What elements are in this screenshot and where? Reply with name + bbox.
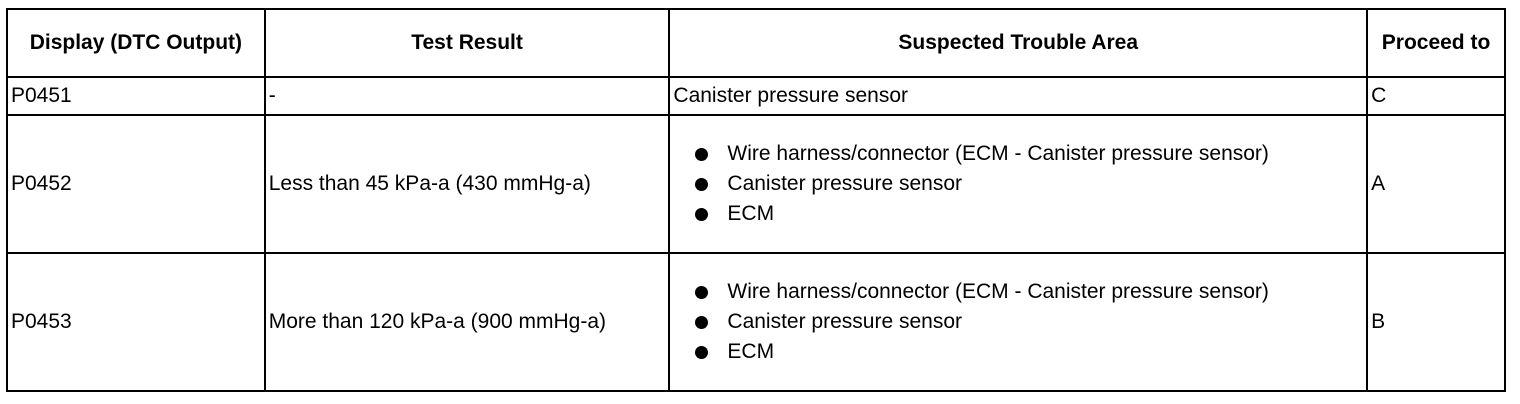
list-item-label: ECM [727, 202, 775, 225]
cell-trouble-area: Canister pressure sensor [668, 76, 1369, 116]
cell-trouble-area: Wire harness/connector (ECM - Canister p… [668, 114, 1369, 254]
bullet-icon [695, 316, 709, 329]
dtc-table: Display (DTC Output) Test Result Suspect… [6, 8, 1506, 392]
cell-test-result: Less than 45 kPa-a (430 mmHg-a) [263, 114, 671, 254]
table-row: P0451 - Canister pressure sensor C [6, 76, 1506, 116]
cell-proceed: C [1366, 76, 1506, 116]
cell-trouble-area: Wire harness/connector (ECM - Canister p… [668, 252, 1369, 392]
list-item-label: Canister pressure sensor [727, 310, 963, 333]
header-proceed: Proceed to [1366, 8, 1506, 78]
bullet-icon [695, 178, 709, 191]
list-item: Wire harness/connector (ECM - Canister p… [695, 277, 1363, 307]
bullet-icon [695, 148, 709, 161]
table-header-row: Display (DTC Output) Test Result Suspect… [6, 8, 1506, 78]
table-row: P0453 More than 120 kPa-a (900 mmHg-a) W… [6, 252, 1506, 392]
trouble-area-list: Wire harness/connector (ECM - Canister p… [673, 139, 1363, 229]
list-item-label: Canister pressure sensor [727, 172, 963, 195]
list-item-label: Wire harness/connector (ECM - Canister p… [727, 280, 1269, 303]
list-item: Wire harness/connector (ECM - Canister p… [695, 139, 1363, 169]
header-display: Display (DTC Output) [6, 8, 266, 78]
list-item-label: ECM [727, 340, 775, 363]
cell-test-result: - [263, 76, 671, 116]
list-item: Canister pressure sensor [695, 307, 1363, 337]
bullet-icon [695, 346, 709, 359]
cell-proceed: B [1366, 252, 1506, 392]
list-item-label: Wire harness/connector (ECM - Canister p… [727, 142, 1269, 165]
cell-test-result: More than 120 kPa-a (900 mmHg-a) [263, 252, 671, 392]
header-trouble-area: Suspected Trouble Area [668, 8, 1369, 78]
header-test-result: Test Result [263, 8, 671, 78]
bullet-icon [695, 286, 709, 299]
list-item: ECM [695, 199, 1363, 229]
table-row: P0452 Less than 45 kPa-a (430 mmHg-a) Wi… [6, 114, 1506, 254]
cell-display: P0453 [6, 252, 266, 392]
trouble-area-list: Wire harness/connector (ECM - Canister p… [673, 277, 1363, 367]
cell-proceed: A [1366, 114, 1506, 254]
dtc-table-container: Display (DTC Output) Test Result Suspect… [6, 8, 1506, 392]
list-item: Canister pressure sensor [695, 169, 1363, 199]
cell-display: P0452 [6, 114, 266, 254]
list-item: ECM [695, 337, 1363, 367]
cell-display: P0451 [6, 76, 266, 116]
bullet-icon [695, 208, 709, 221]
